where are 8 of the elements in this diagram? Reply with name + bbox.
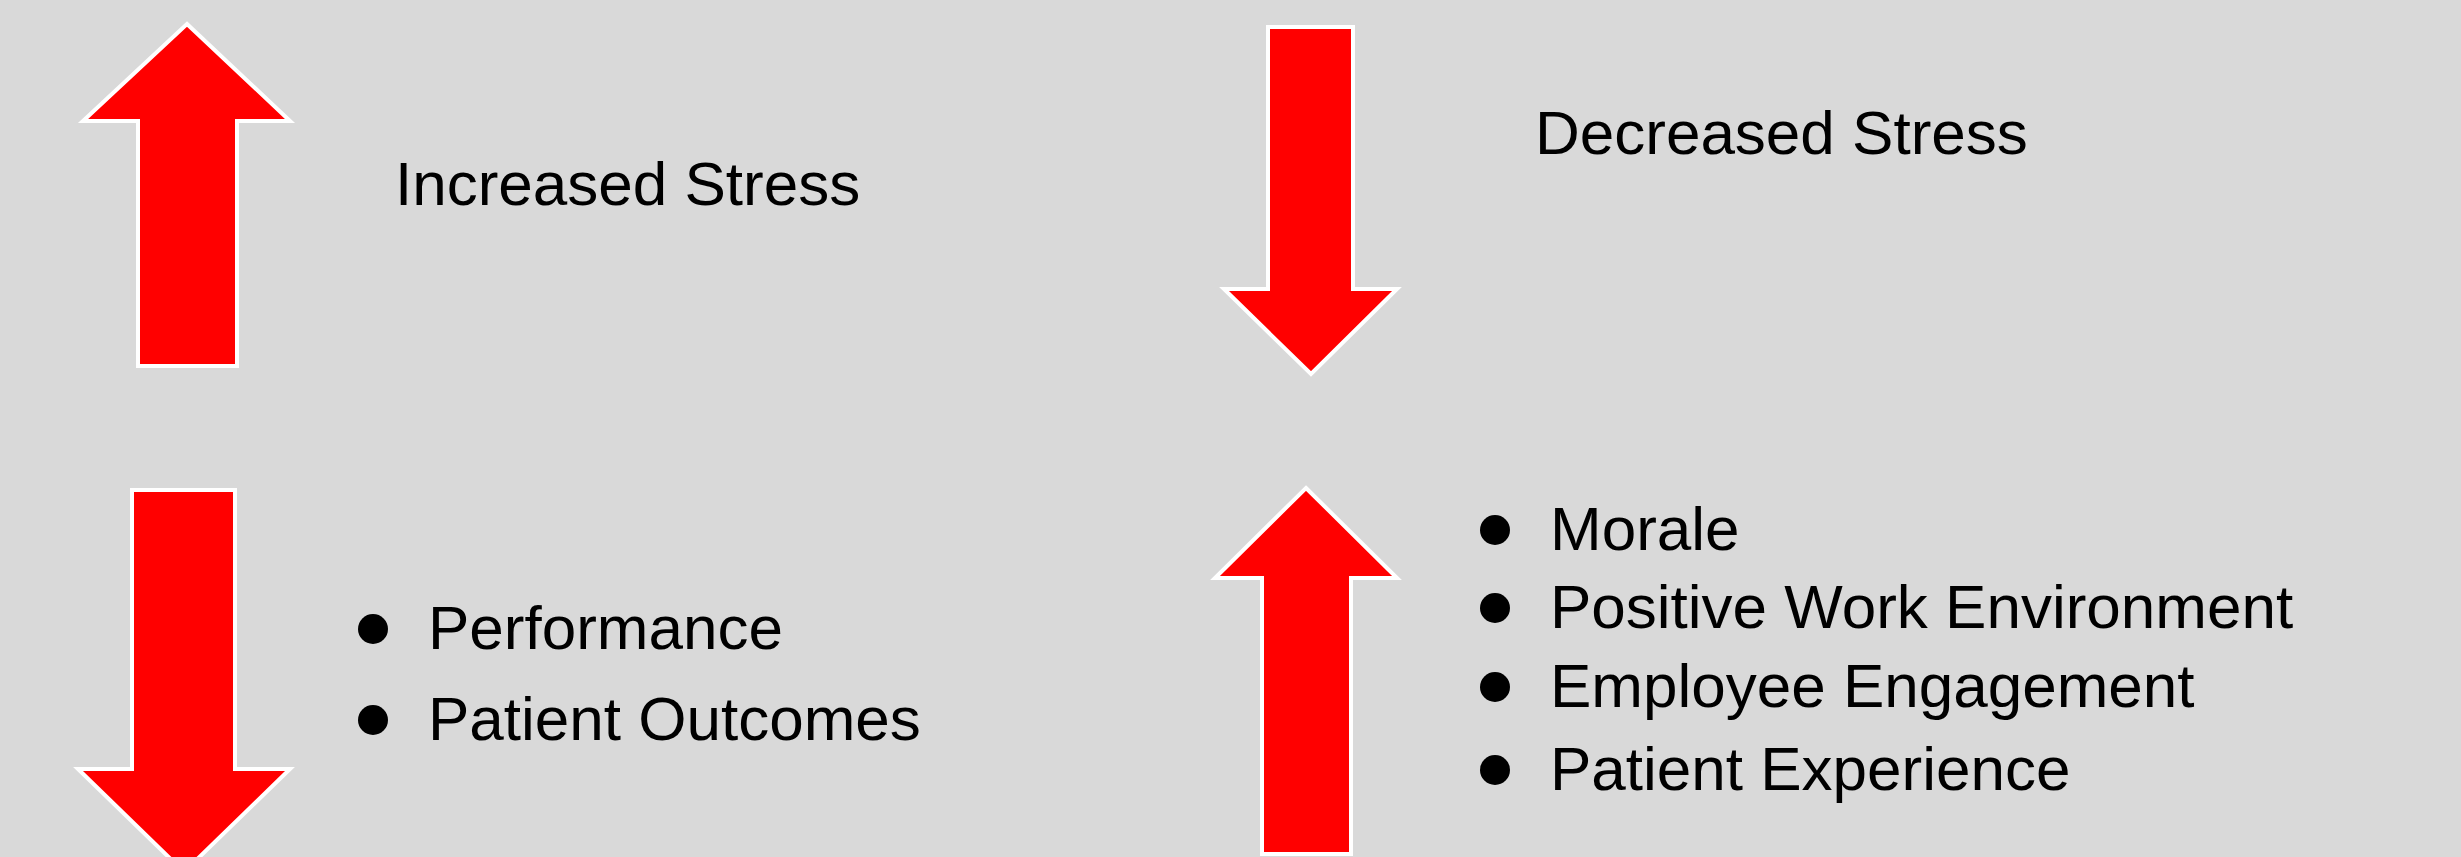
heading-text: Increased Stress bbox=[395, 148, 861, 220]
bullet-item: Performance bbox=[358, 591, 783, 665]
bullet-item: Patient Outcomes bbox=[358, 682, 921, 756]
heading-text: Decreased Stress bbox=[1535, 97, 2028, 169]
bullet-item: Patient Experience bbox=[1480, 732, 2071, 806]
bullet-item: Positive Work Environment bbox=[1480, 570, 2294, 644]
bullet-item: Morale bbox=[1480, 492, 1740, 566]
bullet-item: Employee Engagement bbox=[1480, 649, 2195, 723]
